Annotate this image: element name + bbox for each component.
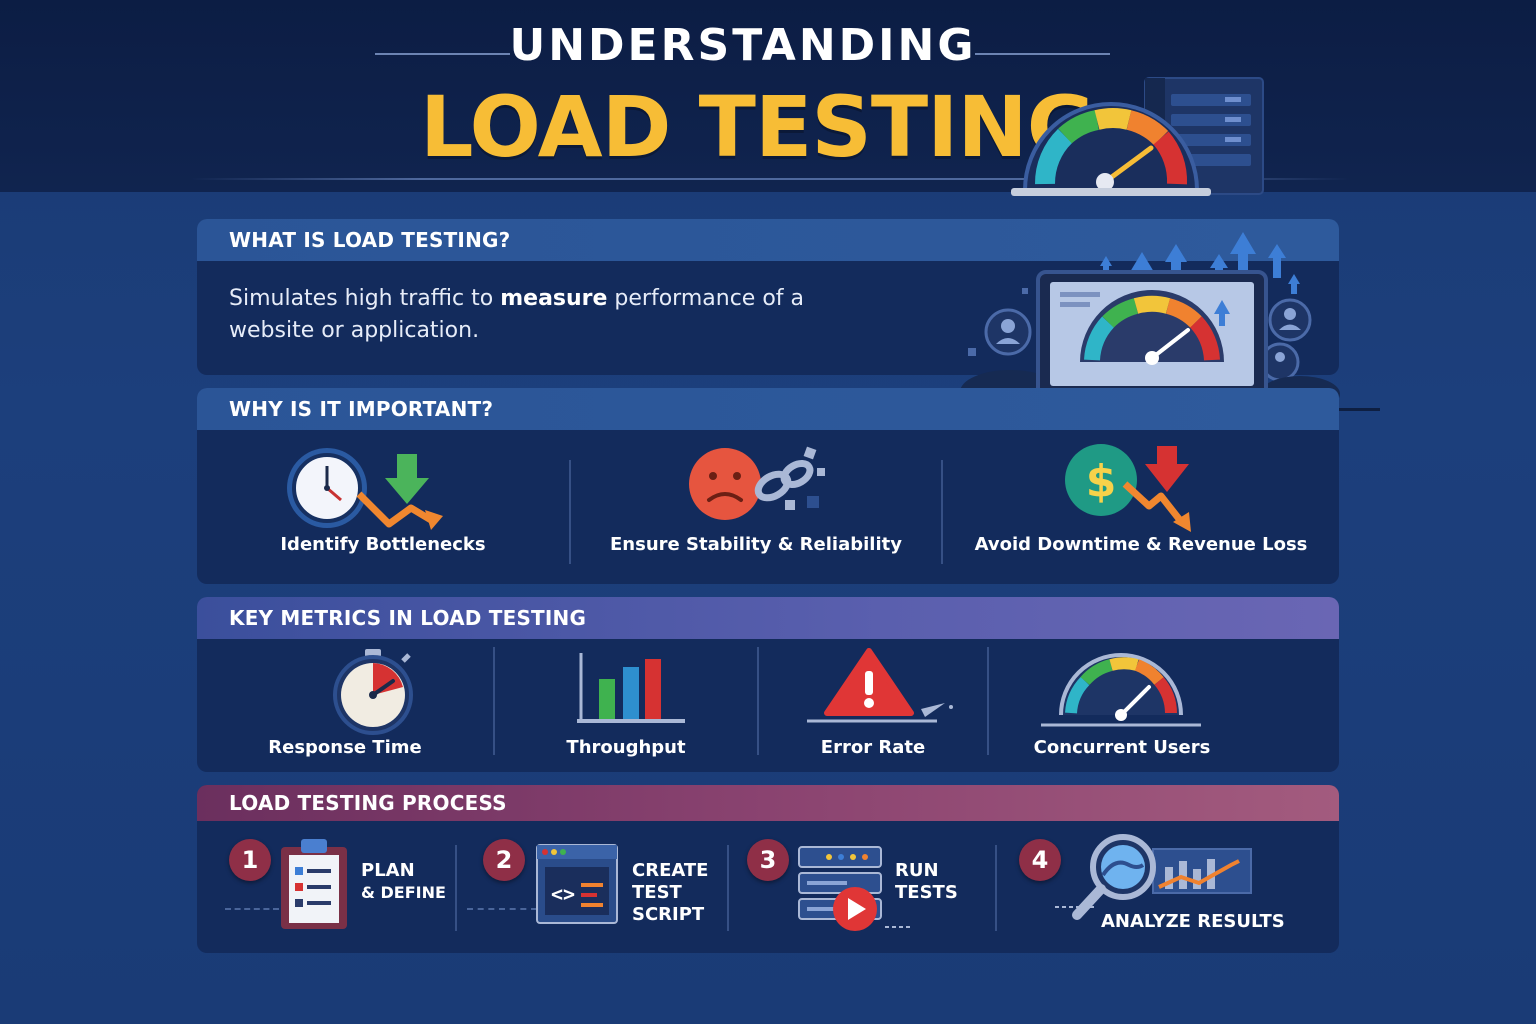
step-2-line1: CREATE bbox=[632, 860, 709, 881]
header-banner: UNDERSTANDING LOAD TESTING bbox=[0, 0, 1536, 196]
why-label-stability: Ensure Stability & Reliability bbox=[610, 534, 902, 555]
step-number-2: 2 bbox=[483, 839, 525, 881]
why-item-downtime: $ Avoid Downtime & Revenue Loss bbox=[943, 430, 1339, 584]
description-text-end: performance of a website or application. bbox=[229, 286, 804, 343]
why-label-downtime: Avoid Downtime & Revenue Loss bbox=[974, 534, 1308, 555]
step-number-1: 1 bbox=[229, 839, 271, 881]
warning-triangle-icon bbox=[807, 648, 953, 723]
metric-label-concurrent-users: Concurrent Users bbox=[1033, 737, 1211, 758]
why-important-panel: WHY IS IT IMPORTANT? Identify Bottleneck… bbox=[197, 388, 1339, 584]
step-4-line1: ANALYZE RESULTS bbox=[1101, 911, 1285, 932]
metric-error-rate: Error Rate bbox=[759, 639, 987, 772]
why-important-heading: WHY IS IT IMPORTANT? bbox=[197, 388, 1339, 430]
step-number-4: 4 bbox=[1019, 839, 1061, 881]
step-1-line2: & DEFINE bbox=[361, 883, 446, 902]
laptop-gauge-icon bbox=[930, 232, 1380, 414]
description-text-bold: measure bbox=[500, 286, 608, 311]
key-metrics-panel: KEY METRICS IN LOAD TESTING Response Tim… bbox=[197, 597, 1339, 772]
metric-label-response-time: Response Time bbox=[268, 737, 422, 758]
step-3-line1: RUN bbox=[895, 860, 939, 881]
metric-throughput: Throughput bbox=[495, 639, 757, 772]
what-is-heading: WHAT IS LOAD TESTING? bbox=[197, 219, 1339, 261]
gauge-icon bbox=[1041, 653, 1201, 727]
sad-face-broken-chain-icon bbox=[689, 446, 825, 520]
step-2-line2: TEST bbox=[632, 882, 682, 903]
stopwatch-icon bbox=[333, 649, 413, 735]
why-label-bottlenecks: Identify Bottlenecks bbox=[280, 534, 486, 555]
step-2-line3: SCRIPT bbox=[632, 904, 705, 925]
title-divider-left bbox=[375, 53, 510, 55]
header-underline bbox=[190, 178, 1350, 180]
code-window-icon: <> bbox=[536, 844, 618, 924]
clipboard-icon bbox=[281, 839, 347, 929]
divider bbox=[987, 647, 989, 755]
process-panel: LOAD TESTING PROCESS 1 PLAN & DEFINE 2 <… bbox=[197, 785, 1339, 953]
speedometer-server-icon bbox=[1011, 77, 1264, 196]
process-heading: LOAD TESTING PROCESS bbox=[197, 785, 1339, 821]
description-text-start: Simulates high traffic to bbox=[229, 286, 501, 311]
why-item-bottlenecks: Identify Bottlenecks bbox=[197, 430, 569, 584]
divider bbox=[569, 460, 571, 564]
page-title: LOAD TESTING bbox=[420, 78, 1096, 176]
divider bbox=[941, 460, 943, 564]
metric-label-error-rate: Error Rate bbox=[820, 737, 926, 758]
step-label-2: CREATE TEST SCRIPT bbox=[632, 860, 708, 926]
server-play-icon bbox=[798, 846, 911, 931]
why-item-stability: Ensure Stability & Reliability bbox=[571, 430, 941, 584]
key-metrics-heading: KEY METRICS IN LOAD TESTING bbox=[197, 597, 1339, 639]
process-connector bbox=[467, 908, 537, 910]
clock-down-arrow-icon bbox=[287, 448, 443, 530]
magnifier-chart-icon bbox=[1055, 834, 1252, 920]
step-number-3: 3 bbox=[747, 839, 789, 881]
title-divider-right bbox=[975, 53, 1110, 55]
step-label-1: PLAN & DEFINE bbox=[361, 860, 446, 904]
what-is-description: Simulates high traffic to measure perfor… bbox=[229, 283, 829, 347]
title-top: UNDERSTANDING bbox=[509, 20, 977, 71]
step-1-line1: PLAN bbox=[361, 860, 415, 881]
divider bbox=[757, 647, 759, 755]
step-label-3: RUN TESTS bbox=[895, 860, 958, 904]
divider bbox=[727, 845, 729, 931]
svg-text:$: $ bbox=[1086, 456, 1117, 507]
divider bbox=[995, 845, 997, 931]
metric-label-throughput: Throughput bbox=[566, 737, 686, 758]
metric-concurrent-users: Concurrent Users bbox=[989, 639, 1255, 772]
step-3-line2: TESTS bbox=[895, 882, 958, 903]
metric-response-time: Response Time bbox=[197, 639, 493, 772]
divider bbox=[455, 845, 457, 931]
step-label-4: ANALYZE RESULTS bbox=[1101, 911, 1285, 933]
process-connector bbox=[225, 908, 279, 910]
bar-chart-icon bbox=[577, 653, 685, 723]
divider bbox=[493, 647, 495, 755]
svg-text:<>: <> bbox=[551, 882, 575, 906]
dollar-down-arrow-icon: $ bbox=[1065, 444, 1191, 532]
